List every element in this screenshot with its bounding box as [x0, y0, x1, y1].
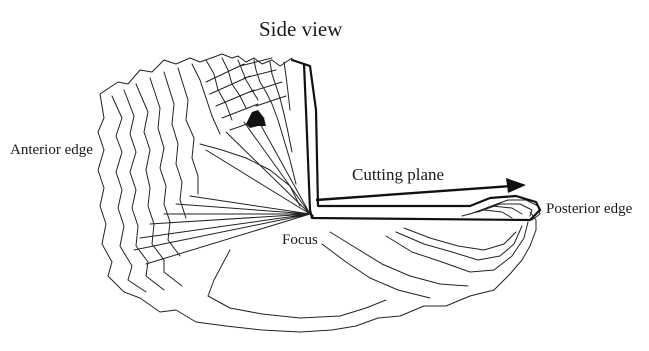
cutting-plane-arrowhead: [506, 178, 526, 193]
cutting-plane-label: Cutting plane: [352, 166, 444, 183]
growth-ring: [330, 232, 468, 286]
anterior-edge-label: Anterior edge: [10, 143, 93, 158]
growth-ring: [192, 64, 220, 134]
focus-label: Focus: [282, 233, 318, 248]
posterior-edge-label: Posterior edge: [546, 202, 632, 217]
growth-ring: [404, 228, 516, 250]
posterior-tip-rings: [462, 200, 540, 220]
growth-ring: [150, 78, 180, 256]
growth-ring: [178, 68, 198, 194]
growth-ring: [112, 96, 146, 292]
cutting-section: [292, 60, 540, 220]
hinge-ligament-blob: [246, 110, 266, 128]
growth-ring: [396, 226, 522, 260]
hinge-ticks: [206, 58, 286, 130]
diagram-title: Side view: [259, 19, 342, 40]
growth-ring: [284, 62, 290, 110]
cutting-plane-arrow-shaft: [316, 186, 512, 200]
focus-point: [310, 214, 313, 217]
growth-ring: [164, 72, 186, 218]
